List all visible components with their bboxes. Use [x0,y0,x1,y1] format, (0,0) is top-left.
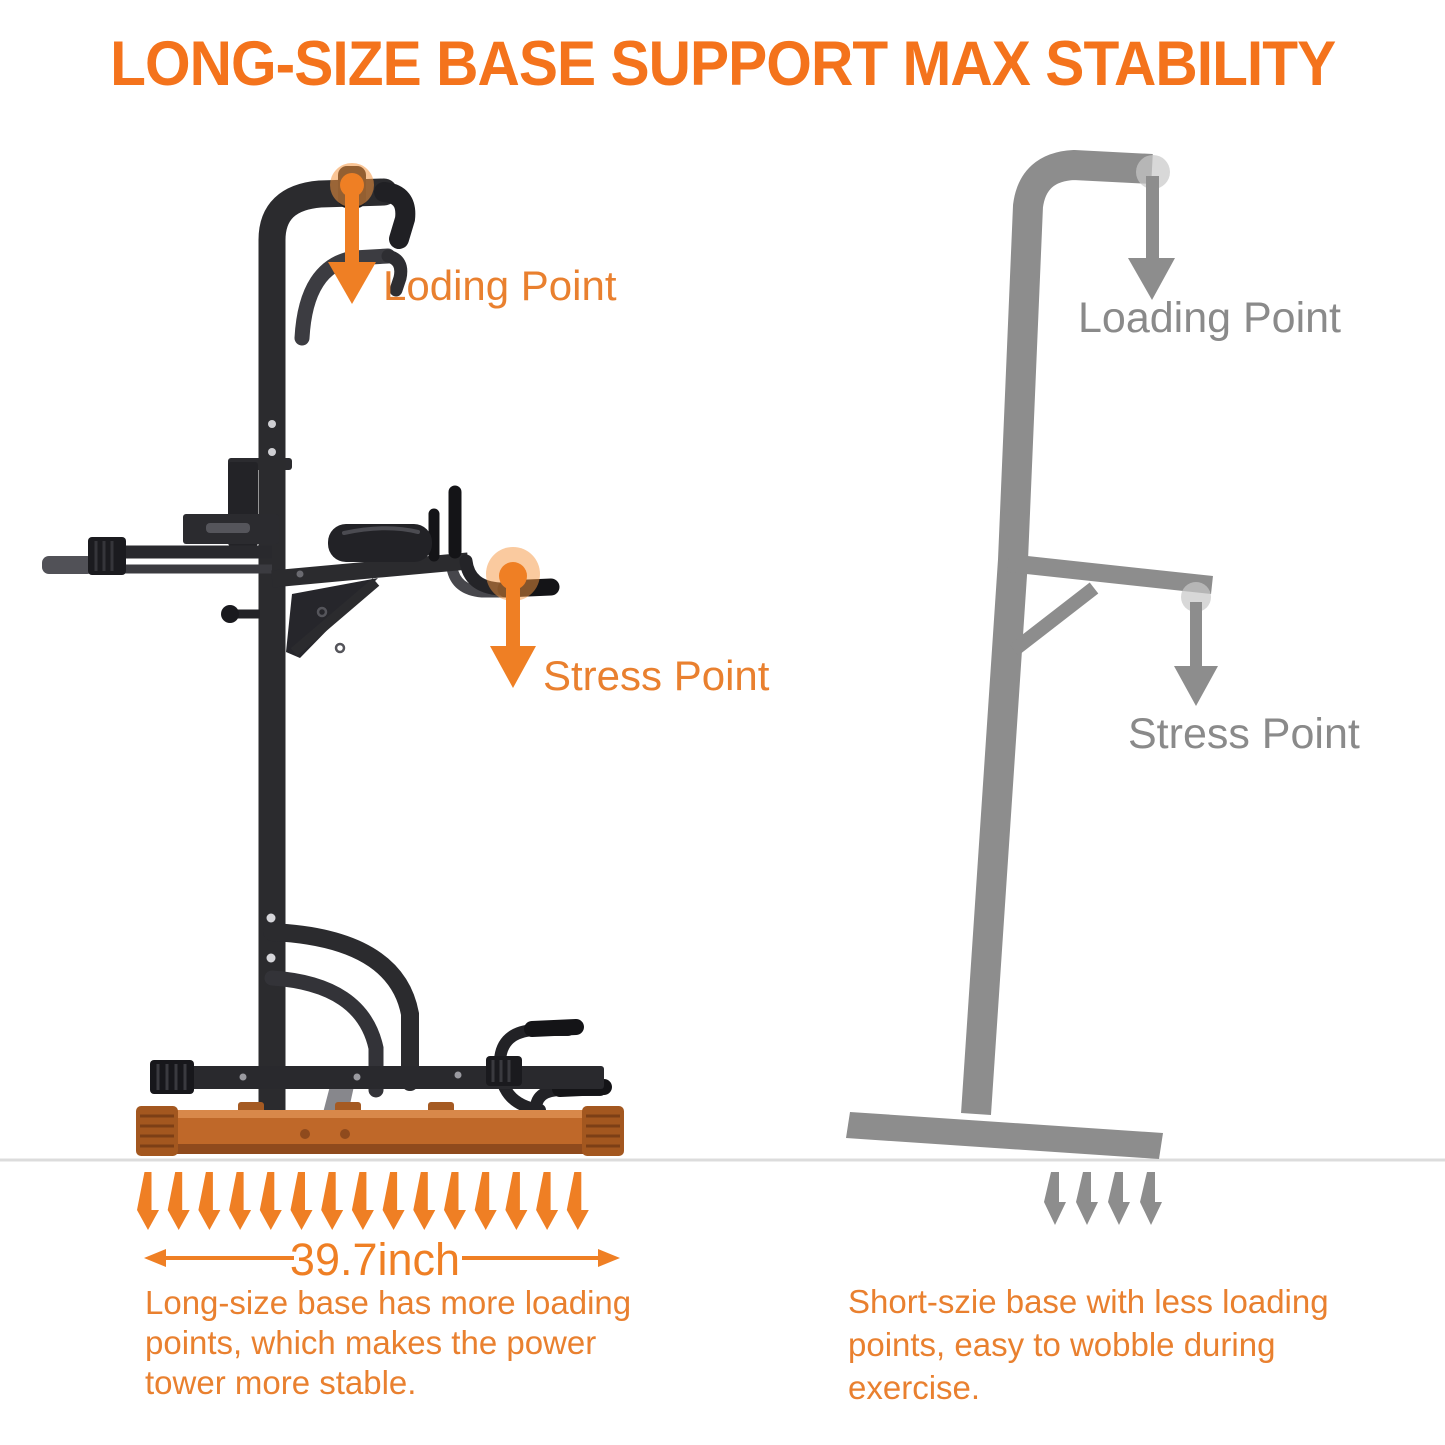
down-arrow-icon [229,1172,252,1230]
left-stress-point-label: Stress Point [543,652,770,699]
short-base-frame-diagram [846,150,1218,1225]
left-loading-point-label: Loding Point [383,262,617,309]
down-arrow-icon [1174,666,1218,706]
base-width-dimension: 39.7inch [289,1234,461,1285]
left-base-load-arrows [137,1172,589,1230]
long-base [136,1102,624,1156]
caption-line: exercise. [848,1369,981,1406]
down-arrow-icon [137,1172,159,1230]
down-arrow-icon [1140,1172,1162,1225]
down-arrow-icon [328,262,376,304]
down-arrow-icon [413,1172,436,1230]
stress-point-marker [1181,582,1211,612]
down-arrow-icon [198,1172,221,1230]
caption-line: Long-size base has more loading [145,1284,632,1321]
power-tower-illustration [42,166,624,1156]
caption-line: points, which makes the power [145,1324,597,1361]
pole [961,150,1153,1115]
dimension-arrow [144,1249,620,1267]
down-arrow-icon [167,1172,190,1230]
right-loading-point-label: Loading Point [1078,294,1341,342]
page-title: LONG-SIZE BASE SUPPORT MAX STABILITY [109,29,1336,99]
down-arrow-icon [351,1172,374,1230]
short-base-caption: Short-szie base with less loading points,… [848,1280,1329,1409]
down-arrow-icon [1044,1172,1066,1225]
down-arrow-icon [444,1172,466,1230]
main-post [258,178,398,1146]
right-stress-point-label: Stress Point [1128,710,1360,758]
down-arrow-icon [490,646,536,688]
down-arrow-icon [505,1172,528,1230]
down-arrow-icon [321,1172,344,1230]
down-arrow-icon [536,1172,559,1230]
loading-point-marker [1136,155,1170,189]
down-arrow-icon [259,1172,282,1230]
down-arrow-icon [1108,1172,1130,1225]
short-base [846,1112,1163,1159]
left-annotations [137,163,620,1267]
down-arrow-icon [1076,1172,1098,1225]
caption-line: Short-szie base with less loading [848,1283,1329,1320]
down-arrow-icon [290,1172,313,1230]
down-arrow-icon [1128,258,1175,300]
down-arrow-icon [474,1172,497,1230]
down-arrow-icon [382,1172,405,1230]
caption-line: points, easy to wobble during [848,1326,1276,1363]
caption-line: tower more stable. [145,1364,417,1401]
down-arrow-icon [566,1172,589,1230]
right-base-load-arrows [1044,1172,1162,1225]
